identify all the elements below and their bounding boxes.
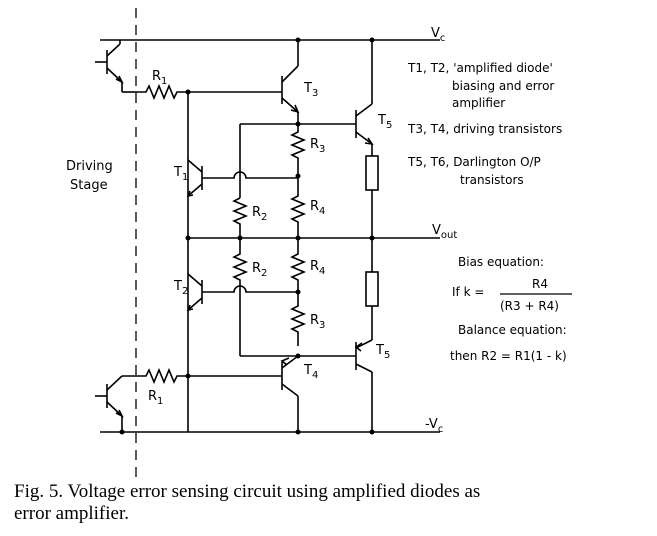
- legend-line-4: T3, T4, driving transistors: [407, 122, 562, 136]
- balance-equation-title: Balance equation:: [458, 323, 567, 337]
- r2-top-label: R2: [252, 205, 267, 223]
- r4-top-resistor: [289, 176, 307, 238]
- t4-label: T4: [303, 363, 318, 381]
- r1-top-label: R1: [152, 69, 167, 87]
- r3-top-resistor: [289, 124, 307, 176]
- figure-caption: Fig. 5. Voltage error sensing circuit us…: [14, 481, 644, 525]
- legend-line-3: amplifier: [452, 96, 505, 110]
- bias-denominator: (R3 + R4): [500, 299, 559, 313]
- bottom-driving-transistor: [95, 375, 140, 432]
- balance-equation: then R2 = R1(1 - k): [450, 349, 567, 363]
- legend-line-2: biasing and error: [452, 79, 554, 93]
- r3-bottom-resistor: [289, 292, 307, 346]
- t6-transistor: [298, 339, 373, 432]
- top-driving-transistor: [95, 40, 138, 93]
- vc-label: Vc: [431, 26, 445, 44]
- neg-vc-label: -Vc: [425, 417, 443, 435]
- vout-label: Vout: [432, 223, 457, 241]
- t5-transistor: [298, 40, 374, 156]
- r3-top-label: R3: [310, 137, 325, 155]
- r2-top-resistor: [231, 197, 249, 238]
- upper-emitter-resistor: [365, 155, 379, 191]
- t2-transistor: [186, 273, 298, 312]
- t4-transistor: [280, 355, 299, 432]
- r4-bottom-resistor: [289, 238, 307, 292]
- t2-label: T2: [173, 279, 188, 297]
- r1-bottom-resistor: [140, 367, 188, 385]
- bias-numerator: R4: [532, 277, 548, 291]
- legend-line-5: T5, T6, Darlington O/P: [407, 155, 541, 169]
- t1-label: T1: [173, 165, 188, 183]
- r1-top-resistor: [138, 83, 188, 101]
- r1-bottom-label: R1: [148, 389, 163, 407]
- r2-bottom-label: R2: [252, 261, 267, 279]
- t6-label: T5: [375, 343, 390, 361]
- bias-equation-title: Bias equation:: [458, 255, 544, 269]
- r4-top-label: R4: [310, 199, 325, 217]
- r3-bottom-label: R3: [310, 313, 325, 331]
- t3-transistor: [188, 40, 300, 124]
- caption-line-2: error amplifier.: [14, 503, 130, 524]
- junction-dots: [119, 37, 375, 435]
- legend-line-6: transistors: [460, 173, 524, 187]
- legend-line-1: T1, T2, 'amplified diode': [407, 61, 553, 75]
- r4-bottom-label: R4: [310, 259, 325, 277]
- t1-transistor: [186, 159, 298, 198]
- driving-label-line2: Stage: [70, 178, 108, 193]
- r2-bottom-resistor: [231, 238, 249, 292]
- t3-label: T3: [303, 81, 318, 99]
- driving-label-line1: Driving: [66, 159, 113, 174]
- bias-equation-if-k: If k =: [452, 285, 484, 299]
- t5-label: T5: [377, 113, 392, 131]
- lower-emitter-resistor: [365, 271, 379, 307]
- caption-line-1: Fig. 5. Voltage error sensing circuit us…: [14, 481, 481, 502]
